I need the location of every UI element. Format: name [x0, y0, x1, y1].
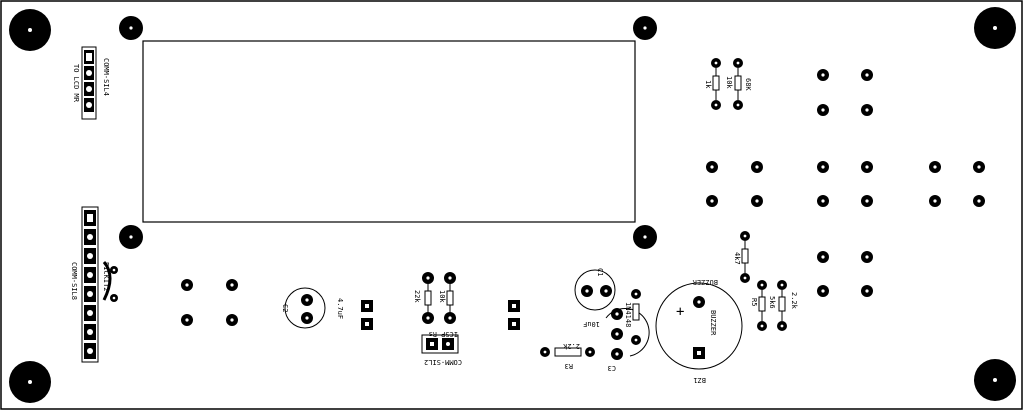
- resistor-r3: 2.2k R3: [540, 342, 595, 370]
- jumper-label: COMM-SIL2: [424, 358, 462, 366]
- capacitor-c2-value: 4.7uF: [336, 298, 344, 319]
- lcd-connector-label: COMM-SIL4: [102, 58, 110, 96]
- resistor-group-top: 1k 10k 68K: [704, 58, 752, 110]
- jumper-comm-sil2: ICSP Rs COMM-SIL2: [421, 330, 462, 366]
- buzzer-side-label: BUZZER: [709, 310, 717, 336]
- buzzer-bz1: + BUZZER BUZZER BZ1: [655, 278, 743, 384]
- jumper-sublabel: ICSP Rs: [428, 330, 458, 338]
- resistor-r5-label: R5: [750, 298, 758, 306]
- capacitor-c1-ref: C1: [596, 268, 604, 276]
- mounting-holes: [9, 7, 1016, 403]
- lcd-module: [119, 16, 657, 249]
- resistor-pair-mid: 22k 10k: [413, 272, 456, 324]
- capacitor-c3: C3: [605, 308, 650, 372]
- capacitor-c3-label: C3: [608, 364, 616, 372]
- diode-label: 1N4148: [624, 302, 632, 327]
- capacitor-c1-value: 10uF: [583, 320, 600, 328]
- resistor-5k6-label: 5k6: [768, 296, 776, 309]
- capacitor-c2: C2 4.7uF: [281, 287, 344, 329]
- resistor-4k7-label: 4k7: [733, 252, 741, 265]
- resistor-r3-value: 2.2k: [562, 342, 580, 350]
- capacitor-c1: C1 10uF: [574, 268, 616, 328]
- buzzer-top-label: BUZZER: [692, 278, 718, 286]
- buzzer-ref: BZ1: [693, 376, 706, 384]
- main-connector-label: COMM-SIL8: [70, 262, 78, 300]
- main-connector: COMM-SIL8 PICKIT2: [70, 206, 118, 363]
- resistor-10k-label: 10k: [438, 290, 446, 303]
- pad-group: [181, 279, 238, 326]
- lcd-outline: [142, 40, 636, 223]
- square-pads: [361, 300, 373, 330]
- pad-grid-right: [706, 69, 985, 297]
- diode-1n4148: 1N4148: [624, 289, 641, 345]
- resistor-r3-ref: R3: [565, 362, 573, 370]
- resistor-22k-label: 22k: [413, 290, 421, 303]
- lcd-connector: COMM-SIL4 TO LCD MR: [72, 46, 110, 120]
- resistor-10k-label: 10k: [725, 76, 733, 89]
- svg-text:+: +: [676, 304, 684, 320]
- main-connector-sublabel: PICKIT2: [102, 262, 110, 292]
- resistor-68k-label: 68K: [744, 78, 752, 91]
- resistor-group-right: 4k7 R5 5k6 2.2k: [733, 231, 798, 331]
- capacitor-c2-ref: C2: [281, 304, 289, 312]
- lcd-connector-sublabel: TO LCD MR: [72, 64, 80, 103]
- resistor-1k-label: 1k: [704, 80, 712, 89]
- square-pads: [508, 300, 520, 330]
- resistor-2k2-label: 2.2k: [790, 292, 798, 310]
